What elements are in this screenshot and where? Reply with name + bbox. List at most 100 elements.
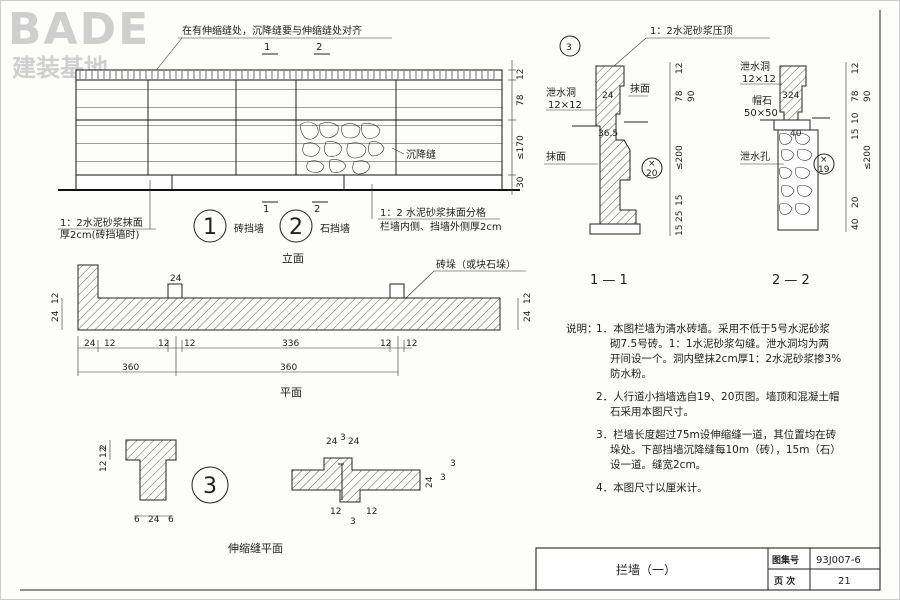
note-3-line2: 垛处。下部挡墙沉降缝每10m（砖），15m（石） bbox=[610, 443, 841, 456]
titleblock-atlas-value: 93J007-6 bbox=[816, 555, 861, 566]
section22-upper bbox=[779, 65, 807, 121]
s22-dim-20: 20 bbox=[851, 196, 861, 208]
section11-ref-circle bbox=[559, 35, 581, 57]
joint-right-dim-24: 24 bbox=[326, 437, 338, 447]
joint-left-dim-6b: 6 bbox=[168, 515, 174, 525]
plan-left-dim-12: 12 bbox=[51, 293, 61, 304]
note-2-line1: 2．人行道小挡墙选自19、20页图。墙顶和混凝土帽 bbox=[596, 390, 839, 403]
joint-right-dim-3d: 3 bbox=[440, 473, 446, 483]
section11-title: 1 — 1 bbox=[590, 273, 628, 288]
joint-num: 3 bbox=[203, 474, 217, 499]
section11-circle-top: × bbox=[648, 159, 656, 169]
type-2-circle bbox=[279, 209, 313, 243]
section11-plaster-top: 抹面 bbox=[630, 82, 650, 95]
type-2-num: 2 bbox=[289, 215, 303, 240]
section22-drain-label-2: 12×12 bbox=[742, 74, 776, 85]
note-1-line4: 防水粉。 bbox=[610, 367, 652, 380]
section-mark-1-top: 1 bbox=[264, 42, 270, 53]
joint-right-dim-3a: 3 bbox=[340, 433, 346, 443]
joint-right-section bbox=[291, 457, 421, 503]
plan-dim-336: 336 bbox=[282, 339, 299, 349]
logo: BADE 建装基地 bbox=[8, 4, 150, 82]
plan-right-dim-12: 12 bbox=[523, 293, 533, 304]
plan-dim-24: 24 bbox=[84, 339, 96, 349]
elev-dim-30: 30 bbox=[516, 176, 526, 188]
titleblock-atlas-label: 图集号 bbox=[772, 554, 799, 566]
plan-dim-12d: 12 bbox=[380, 339, 391, 349]
callout-left-line2: 厚2cm(砖挡墙时) bbox=[60, 228, 140, 241]
plan-dim-12e: 12 bbox=[406, 339, 417, 349]
type-1-circle bbox=[193, 209, 227, 243]
section11-drain-label-1: 泄水洞 bbox=[546, 86, 576, 99]
joint-left-dim-12b: 12 bbox=[99, 461, 109, 472]
section-mark-2-top: 2 bbox=[316, 42, 322, 53]
plan-dim-360a: 360 bbox=[122, 363, 139, 373]
section22-dim-40: 40 bbox=[790, 129, 802, 139]
section22-dim-24: 24 bbox=[788, 91, 800, 101]
note-1-line3: 开间设一个。洞内壁抹2cm厚1：2水泥砂浆掺3% bbox=[610, 352, 841, 365]
joint-right-dim-24c: 24 bbox=[425, 476, 435, 488]
s22-dim-78: 78 bbox=[851, 90, 861, 102]
section22-cap-label-2: 50×50 bbox=[744, 108, 778, 119]
notes-heading: 说明： bbox=[566, 322, 598, 335]
note-3-line1: 3．栏墙长度超过75m设伸缩缝一道，其位置均在砖 bbox=[596, 428, 837, 441]
joint-left-dim-24: 24 bbox=[148, 515, 160, 525]
plan-view: 砖垛（或块石垛） 24 24 12 24 12 24 12 12 12 336 … bbox=[51, 258, 533, 399]
elev-dim-78: 78 bbox=[516, 94, 526, 106]
elev-dim-12: 12 bbox=[516, 69, 526, 80]
section11-circle-bottom: 20 bbox=[646, 169, 658, 179]
note-3-line3: 设一道。缝宽2cm。 bbox=[610, 458, 706, 471]
elevation-title: 立面 bbox=[282, 251, 304, 265]
joint-detail-view: 2 12 12 6 24 6 3 24 3 24 3 12 3 12 3 24 … bbox=[99, 433, 456, 555]
callout-right-line1: 1：2 水泥砂浆抹面分格 bbox=[380, 206, 486, 219]
label-brick-pier: 砖垛（或块石垛） bbox=[436, 258, 516, 271]
type-1-label: 砖挡墙 bbox=[234, 222, 264, 235]
section-mark-2-bottom: 2 bbox=[314, 204, 320, 215]
label-settle-joint: 沉降缝 bbox=[406, 148, 436, 161]
s22-dim-40: 40 bbox=[851, 218, 861, 230]
s22-dim-200: ≤200 bbox=[863, 145, 873, 170]
callout-right-line2: 栏墙内侧、挡墙外侧厚2cm bbox=[380, 220, 502, 233]
note-1-line1: 1．本图栏墙为清水砖墙。采用不低于5号水泥砂浆 bbox=[596, 322, 830, 335]
joint-left-dim-6a: 6 bbox=[134, 515, 140, 525]
s11-dim-15b: 15 bbox=[675, 225, 685, 236]
logo-main-text: BADE bbox=[8, 4, 150, 55]
note-1-line2: 砌7.5号砖。1：1水泥砂浆勾缝。泄水洞均为两 bbox=[610, 337, 829, 350]
plan-right-dim-24: 24 bbox=[523, 310, 533, 322]
note-2-line2: 石采用本图尺寸。 bbox=[610, 405, 694, 418]
plan-dim-12a: 12 bbox=[104, 339, 115, 349]
section22-dim-3: 3 bbox=[782, 91, 788, 101]
s22-dim-10: 10 bbox=[851, 112, 861, 124]
s11-dim-12: 12 bbox=[675, 63, 685, 74]
elevation-top-note: 在有伸缩缝处，沉降缝要与伸缩缝处对齐 bbox=[182, 24, 362, 37]
section11-ref-num: 3 bbox=[566, 43, 572, 53]
section22-circle-bottom: 19 bbox=[818, 165, 830, 175]
titleblock-title: 拦墙（一） bbox=[616, 563, 676, 577]
elevation-view: 在有伸缩缝处，沉降缝要与伸缩缝处对齐 1 2 bbox=[58, 24, 526, 265]
section-mark-1-bottom: 1 bbox=[263, 204, 269, 215]
s22-dim-90: 90 bbox=[863, 90, 873, 102]
plan-dim-12c: 12 bbox=[184, 339, 195, 349]
joint-left-dim-2: 2 bbox=[99, 444, 109, 450]
section11-plaster-side: 抹面 bbox=[546, 150, 566, 163]
section22-callout-circle bbox=[813, 153, 835, 175]
section11-drain-label-2: 12×12 bbox=[548, 100, 582, 111]
plan-pier-dim: 24 bbox=[170, 274, 182, 284]
section22-drain-label-1: 泄水洞 bbox=[740, 60, 770, 73]
plan-left-dim-24: 24 bbox=[51, 310, 61, 322]
section22-circle-top: × bbox=[820, 155, 828, 165]
s11-dim-78: 78 bbox=[675, 90, 685, 102]
section11-footing bbox=[589, 223, 641, 235]
type-2-label: 石挡墙 bbox=[320, 222, 350, 235]
s11-dim-15a: 15 bbox=[675, 195, 685, 206]
joint-right-dim-12a: 12 bbox=[330, 507, 341, 517]
stone-area bbox=[299, 121, 385, 175]
elev-dim-170: ≤170 bbox=[516, 135, 526, 160]
s11-dim-90: 90 bbox=[687, 90, 697, 102]
section22-drain-hole: 泄水孔 bbox=[740, 150, 770, 163]
section-1-1-view: 1：2水泥砂浆压顶 3 泄水洞 12×12 抹面 抹面 24 36.5 × 20… bbox=[544, 24, 770, 288]
joint-right-dim-24b: 24 bbox=[348, 437, 360, 447]
joint-left-dim-12a: 12 bbox=[99, 447, 109, 458]
joint-right-dim-3c: 3 bbox=[350, 517, 356, 527]
